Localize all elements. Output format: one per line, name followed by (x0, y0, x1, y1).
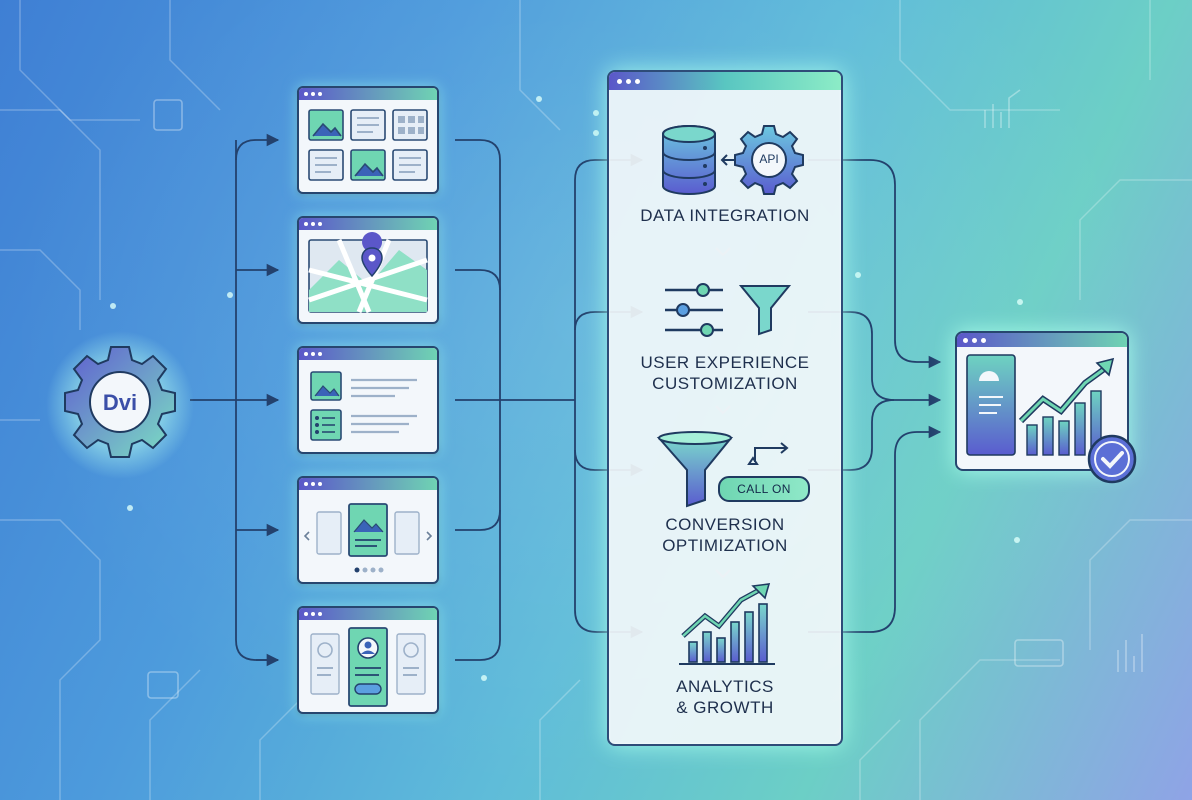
stage-line: CONVERSION (665, 515, 785, 534)
stage-line: & GROWTH (676, 698, 774, 717)
analytics-dashboard-card[interactable] (955, 331, 1129, 471)
window-bar (299, 348, 437, 360)
stage-line: USER EXPERIENCE (640, 353, 810, 372)
window-bar (299, 88, 437, 100)
sliders-filter-icon (665, 283, 791, 337)
circuit-nodes (110, 96, 1023, 681)
stage-line: OPTIMIZATION (662, 536, 788, 555)
stage-line: DATA INTEGRATION (640, 206, 810, 225)
logo-text: Dvi (102, 390, 138, 415)
growth-chart-icon (679, 583, 775, 665)
funnel-icon (656, 431, 789, 508)
media-list-icon (310, 371, 417, 441)
stage-label-ux: USER EXPERIENCE CUSTOMIZATION (609, 352, 841, 394)
template-card-gallery[interactable] (297, 86, 439, 194)
stage-line: ANALYTICS (676, 677, 774, 696)
stage-line: CUSTOMIZATION (652, 374, 798, 393)
window-bar (299, 478, 437, 490)
database-api-icon (662, 125, 804, 195)
profile-cards-icon (310, 627, 426, 707)
stage-label-conversion: CONVERSION OPTIMIZATION (609, 514, 841, 556)
call-on-button[interactable]: CALL ON (718, 476, 810, 502)
dashboard-chart-icon (966, 354, 1115, 456)
template-card-list[interactable] (297, 346, 439, 454)
window-bar (299, 608, 437, 620)
api-label: API (759, 152, 779, 166)
faint-icons (147, 89, 1143, 699)
template-card-slider[interactable] (297, 476, 439, 584)
map-icon (308, 232, 428, 313)
gear-icon (46, 331, 194, 479)
window-bar (957, 333, 1127, 347)
divi-gear-logo[interactable]: Dvi (45, 330, 195, 480)
stage-label-data-integration: DATA INTEGRATION (609, 205, 841, 226)
template-card-profiles[interactable] (297, 606, 439, 714)
window-bar (299, 218, 437, 230)
template-card-map[interactable] (297, 216, 439, 324)
slider-icon (303, 503, 433, 573)
check-badge-icon (1087, 434, 1137, 484)
stage-label-analytics: ANALYTICS & GROWTH (609, 676, 841, 718)
process-panel: API DATA INTEGRATION USER EXPERIENCE CUS… (607, 70, 843, 746)
window-bar (609, 72, 841, 90)
gallery-grid-icon (308, 109, 428, 181)
